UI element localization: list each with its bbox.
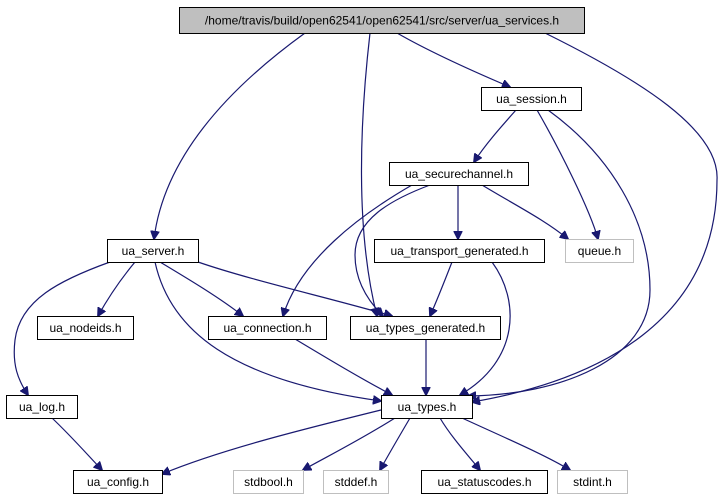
node-label: stdbool.h [244, 475, 293, 489]
edge-ua-types-to-ua-config [162, 409, 382, 474]
node-queue: queue.h [565, 239, 634, 263]
node-stddef: stddef.h [323, 470, 389, 494]
node-stdint: stdint.h [557, 470, 628, 494]
edge-ua-session-to-ua-types [468, 109, 651, 396]
edge-ua-types-to-stdbool [303, 417, 396, 470]
edge-ua-server-to-ua-types-generated [197, 261, 392, 316]
node-label: ua_log.h [19, 400, 65, 414]
edge-ua-server-to-ua-connection [159, 261, 243, 316]
node-ua-types-generated[interactable]: ua_types_generated.h [350, 316, 501, 340]
edge-ua-services-to-ua-session [396, 32, 510, 87]
node-ua-types[interactable]: ua_types.h [381, 395, 473, 419]
node-box [323, 470, 389, 494]
edges-layer [13, 32, 718, 474]
node-label: ua_statuscodes.h [437, 475, 531, 489]
node-box [350, 316, 501, 340]
node-ua-services[interactable]: /home/travis/build/open62541/open62541/s… [179, 7, 585, 34]
node-ua-server[interactable]: ua_server.h [107, 239, 199, 263]
node-box [381, 395, 473, 419]
node-ua-nodeids[interactable]: ua_nodeids.h [37, 316, 134, 340]
node-ua-transport-generated[interactable]: ua_transport_generated.h [374, 239, 545, 263]
node-label: /home/travis/build/open62541/open62541/s… [205, 14, 559, 28]
edge-ua-session-to-ua-securechannel [474, 109, 517, 162]
node-label: ua_config.h [87, 475, 149, 489]
edge-ua-server-to-ua-nodeids [98, 261, 136, 316]
node-label: ua_server.h [122, 244, 185, 258]
edge-ua-log-to-ua-config [51, 417, 102, 470]
node-box [73, 470, 163, 494]
edge-ua-connection-to-ua-types [294, 338, 392, 395]
node-ua-statuscodes[interactable]: ua_statuscodes.h [421, 470, 548, 494]
node-box [389, 162, 529, 186]
node-box [565, 239, 634, 263]
edge-ua-types-to-ua-statuscodes [439, 417, 480, 470]
node-label: ua_types_generated.h [366, 321, 485, 335]
node-label: ua_transport_generated.h [390, 244, 528, 258]
node-label: stddef.h [335, 475, 378, 489]
node-label: ua_session.h [496, 92, 567, 106]
node-box [374, 239, 545, 263]
node-box [557, 470, 628, 494]
nodes-layer: /home/travis/build/open62541/open62541/s… [6, 7, 634, 494]
edge-ua-securechannel-to-ua-connection [283, 184, 413, 316]
node-box [37, 316, 134, 340]
node-box [233, 470, 304, 494]
node-ua-config[interactable]: ua_config.h [73, 470, 163, 494]
node-box [481, 87, 582, 111]
node-label: stdint.h [573, 475, 612, 489]
node-label: ua_types.h [398, 400, 457, 414]
edge-ua-services-to-ua-server [154, 32, 306, 239]
edge-ua-services-to-ua-types [472, 32, 718, 402]
edge-ua-transport-generated-to-ua-types [460, 261, 511, 395]
node-box [6, 395, 78, 419]
edge-ua-server-to-ua-types [154, 261, 381, 401]
node-label: ua_connection.h [223, 321, 311, 335]
node-label: queue.h [578, 244, 621, 258]
edge-ua-securechannel-to-ua-types-generated [354, 184, 431, 316]
node-label: ua_securechannel.h [405, 167, 513, 181]
edge-ua-securechannel-to-queue [481, 184, 568, 239]
edge-ua-server-to-ua-log [13, 261, 111, 395]
edge-ua-transport-generated-to-ua-types-generated [430, 261, 453, 316]
node-box [208, 316, 327, 340]
node-ua-session[interactable]: ua_session.h [481, 87, 582, 111]
node-box [179, 7, 585, 34]
edge-ua-session-to-queue [536, 109, 598, 239]
node-ua-connection[interactable]: ua_connection.h [208, 316, 327, 340]
node-ua-log[interactable]: ua_log.h [6, 395, 78, 419]
node-ua-securechannel[interactable]: ua_securechannel.h [389, 162, 529, 186]
edge-ua-services-to-ua-types-generated [360, 32, 377, 316]
edge-ua-types-to-stdint [461, 417, 570, 470]
node-label: ua_nodeids.h [49, 321, 121, 335]
node-stdbool: stdbool.h [233, 470, 304, 494]
node-box [107, 239, 199, 263]
node-box [421, 470, 548, 494]
edge-ua-types-to-stddef [380, 417, 411, 470]
